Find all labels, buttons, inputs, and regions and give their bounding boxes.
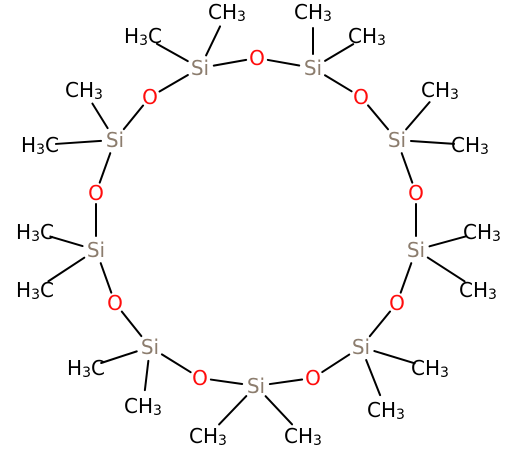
methyl-group-label: CH3 — [65, 78, 103, 103]
bond-si5-o5 — [321, 353, 351, 374]
bond-si3-me3a — [405, 101, 431, 131]
methyl-group-label: CH3 — [208, 0, 246, 25]
subscript-three: 3 — [31, 229, 40, 245]
silicon-atom-label: Si — [191, 56, 209, 80]
methyl-group-label: CH3 — [459, 278, 497, 303]
bond-si7-me7a — [100, 350, 138, 365]
subscript-three: 3 — [31, 287, 40, 303]
methyl-group-label: CH3 — [411, 356, 449, 381]
bond-si6-o6 — [209, 378, 244, 386]
oxygen-atom-label: O — [249, 46, 265, 70]
bond-si4-me4a — [428, 235, 468, 248]
subscript-three: 3 — [440, 365, 449, 381]
bond-si3-me3b — [409, 139, 456, 145]
methyl-group-label: CH3 — [189, 424, 227, 449]
oxygen-atom-label: O — [353, 85, 369, 109]
oxygen-atom-label: O — [192, 366, 208, 390]
bond-si1-me1b — [205, 25, 222, 57]
bond-o6-si7 — [160, 353, 192, 374]
oxygen-atom-label: O — [107, 291, 123, 315]
methyl-group-label: CH3 — [463, 220, 501, 245]
bond-o1-si2 — [266, 58, 301, 67]
silicon-atom-label: Si — [407, 238, 425, 262]
bond-si9-me9b — [54, 139, 103, 145]
subscript-three: 3 — [153, 403, 162, 419]
methyl-group-label: H3C — [67, 356, 105, 381]
oxygen-atom-label: O — [305, 366, 321, 390]
oxygen-atom-label: O — [142, 85, 158, 109]
silicon-atom-label: Si — [304, 56, 322, 80]
bond-si7-me7b — [143, 359, 150, 392]
bond-si6-me6a — [218, 395, 248, 426]
silicon-atom-label: Si — [87, 238, 105, 262]
bond-si5-me5a — [373, 350, 416, 365]
bond-o5-si6 — [268, 378, 304, 386]
methyl-group-label: CH3 — [348, 24, 386, 49]
subscript-three: 3 — [480, 142, 489, 158]
bond-si8-me8b — [47, 256, 86, 283]
methyl-group-label: H3C — [16, 220, 54, 245]
bond-si1-me1a — [155, 42, 189, 63]
methyl-group-label: CH3 — [421, 78, 459, 103]
methyl-group-label: H3C — [21, 133, 59, 158]
subscript-three: 3 — [36, 142, 45, 158]
subscript-three: 3 — [94, 87, 103, 103]
bond-si3-o3 — [400, 152, 414, 184]
methyl-group-label: H3C — [16, 278, 54, 303]
subscript-three: 3 — [377, 33, 386, 49]
bond-si4-o4 — [399, 262, 413, 294]
bond-si1-o1 — [212, 58, 248, 67]
methyl-group-label: H3C — [124, 24, 162, 49]
subscript-three: 3 — [450, 87, 459, 103]
subscript-three: 3 — [237, 9, 246, 25]
bond-si9-o9 — [122, 104, 145, 131]
methyl-group-label: CH3 — [367, 398, 405, 423]
bond-si7-o7 — [120, 310, 143, 338]
subscript-three: 3 — [323, 9, 332, 25]
oxygen-atom-label: O — [408, 181, 424, 205]
silicon-atom-label: Si — [247, 374, 265, 398]
methyl-group-label: CH3 — [284, 424, 322, 449]
subscript-three: 3 — [396, 407, 405, 423]
bond-o2-si3 — [367, 104, 390, 131]
subscript-three: 3 — [82, 365, 91, 381]
bond-o8-si9 — [98, 152, 112, 184]
oxygen-atom-label: O — [389, 291, 405, 315]
bond-si2-me2b — [324, 43, 355, 62]
subscript-three: 3 — [488, 287, 497, 303]
bond-si9-me9a — [91, 102, 109, 130]
silicon-atom-label: Si — [388, 128, 406, 152]
subscript-three: 3 — [492, 229, 501, 245]
bond-si4-me4b — [426, 256, 466, 283]
bond-o9-si1 — [158, 74, 189, 93]
silicon-atom-label: Si — [106, 128, 124, 152]
silicon-atom-label: Si — [352, 335, 370, 359]
subscript-three: 3 — [313, 433, 322, 449]
bond-o4-si5 — [368, 310, 392, 338]
bond-si8-me8a — [49, 235, 84, 248]
bond-layer — [47, 25, 468, 426]
subscript-three: 3 — [139, 33, 148, 49]
bond-si5-me5b — [365, 359, 382, 397]
methyl-group-label: CH3 — [124, 394, 162, 419]
methyl-group-label: CH3 — [451, 133, 489, 158]
bond-si6-me6b — [264, 395, 294, 426]
silicon-atom-label: Si — [141, 335, 159, 359]
subscript-three: 3 — [218, 433, 227, 449]
bond-o7-si8 — [99, 262, 113, 294]
oxygen-atom-label: O — [88, 181, 104, 205]
methyl-group-label: CH3 — [294, 0, 332, 25]
bond-si2-o2 — [323, 74, 353, 93]
